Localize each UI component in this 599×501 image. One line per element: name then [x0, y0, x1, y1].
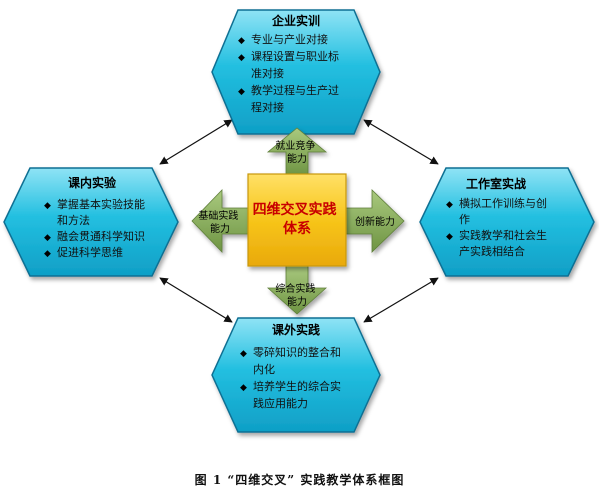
bullet-item-line: 掌握基本实验技能 — [57, 197, 145, 211]
connector-top-right — [363, 119, 439, 165]
bullet-item-line: 零碎知识的整合和 — [253, 345, 341, 359]
bullet-diamond-icon: ◆ — [44, 233, 51, 243]
bullet-item-line: 准对接 — [251, 66, 284, 80]
center-title: 四维交叉实践 体系 — [253, 201, 342, 237]
arrow-left — [191, 189, 249, 253]
bullet-diamond-icon: ◆ — [238, 87, 245, 97]
bullet-diamond-icon: ◆ — [446, 232, 453, 242]
bullet-item-line: 横拟工作训练与创 — [459, 196, 547, 210]
figure-caption: 图 1 “四维交叉” 实践教学体系框图 — [194, 473, 405, 487]
bullet-item-line: 程对接 — [251, 100, 284, 114]
bullet-diamond-icon: ◆ — [240, 349, 247, 359]
hexagon-title: 课外实践 — [272, 322, 320, 337]
bullet-item-line: 实践教学和社会生 — [459, 228, 547, 242]
bullet-diamond-icon: ◆ — [240, 383, 247, 393]
arrow-right — [345, 189, 405, 253]
bullet-diamond-icon: ◆ — [44, 249, 51, 259]
bullet-item-line: 教学过程与生产过 — [251, 83, 339, 97]
hexagon-title: 企业实训 — [271, 13, 320, 28]
bullet-diamond-icon: ◆ — [238, 36, 245, 46]
arrow-up — [266, 127, 328, 177]
connector-top-left — [159, 119, 233, 165]
bullet-diamond-icon: ◆ — [44, 201, 51, 211]
hexagon-title: 课内实验 — [68, 175, 117, 190]
arrow-down — [266, 265, 328, 315]
connector-bottom-left — [159, 277, 233, 323]
arrow-label-up: 就业竞争 能力 — [275, 139, 318, 165]
bullet-item-line: 内化 — [253, 362, 275, 376]
bullet-diamond-icon: ◆ — [238, 53, 245, 63]
arrow-label-right: 创新能力 — [355, 215, 395, 228]
connector-arrows — [159, 119, 439, 323]
bullet-item-line: 课程设置与职业标 — [251, 49, 339, 63]
bullet-item-line: 作 — [459, 213, 470, 226]
hexagon-title: 工作室实战 — [466, 176, 526, 191]
four-way-arrow — [191, 127, 405, 315]
bullet-item-line: 促进科学思维 — [57, 245, 123, 259]
bullet-item-line: 产实践相结合 — [459, 244, 525, 258]
arrow-label-down: 综合实践 能力 — [275, 282, 318, 308]
bullet-item-line: 践应用能力 — [253, 396, 308, 410]
connector-bottom-right — [363, 277, 439, 323]
bullet-item-line: 培养学生的综合实 — [253, 379, 341, 393]
arrow-label-left: 基础实践 能力 — [198, 209, 241, 235]
bullet-item-line: 融会贯通科学知识 — [57, 229, 145, 243]
bullet-item-line: 和方法 — [57, 213, 90, 227]
bullet-item-line: 专业与产业对接 — [251, 32, 328, 46]
bullet-diamond-icon: ◆ — [446, 200, 453, 210]
center-box: 四维交叉实践 体系 — [247, 173, 347, 267]
